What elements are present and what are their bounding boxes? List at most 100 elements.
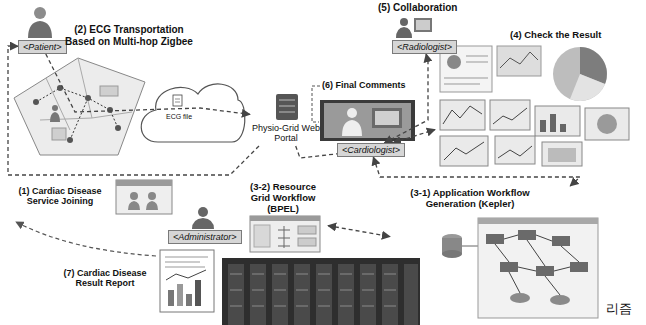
person-label: <Patient> [23, 41, 62, 53]
bpel-screenshot [250, 216, 320, 221]
result-screens [447, 55, 461, 69]
kepler-workflow-picture [462, 246, 478, 247]
kepler-workflow-picture [500, 262, 518, 272]
result-screens [495, 136, 535, 164]
person-tag: <Cardiologist> [337, 143, 405, 157]
workflow-panel: (3-1) Application Workflow Generation (K… [390, 186, 600, 325]
result-report-image [160, 250, 214, 312]
radiologist-icon [414, 18, 432, 32]
portal-server-icon [276, 94, 298, 120]
radiologist-icon [400, 18, 408, 26]
cardiologist-screen [375, 111, 399, 125]
file-label: ECG file [166, 113, 192, 121]
patient-icon [28, 21, 52, 38]
home-floor-plan [115, 125, 121, 131]
result-report-image [165, 257, 208, 267]
label-holder: (6) Final Comments [322, 80, 406, 90]
server-racks-photo [222, 258, 420, 325]
result-report-image [166, 270, 206, 280]
kepler-workflow-picture [552, 236, 570, 246]
person-label: <Cardiologist> [342, 144, 400, 156]
home-floor-plan [33, 99, 39, 105]
result-report-image [160, 250, 214, 312]
result-report-image [177, 284, 183, 306]
result-screens [500, 52, 538, 68]
result-screens [440, 46, 629, 166]
label-holder: (2) ECG Transportation Based on Multi-ho… [60, 24, 198, 47]
bpel-screenshot [250, 216, 320, 252]
server-label: Physio-Grid Web Portal [252, 124, 320, 144]
step-caption: (1) Cardiac Disease Service Joining [8, 186, 112, 207]
report-return-curve [16, 222, 156, 256]
cardiologist-screen [320, 100, 415, 141]
home-floor-plan [36, 88, 118, 140]
label-holder: (1) Cardiac Disease Service Joining [8, 186, 112, 207]
stray-text: 리즘 [606, 302, 632, 317]
server-racks-photo [272, 264, 288, 325]
service-joining-screenshot [116, 180, 172, 214]
portal-server-icon [276, 94, 298, 120]
step-caption: (2) ECG Transportation Based on Multi-ho… [60, 24, 198, 47]
service-joining-screenshot [116, 180, 172, 186]
person-label: <Radiologist> [397, 41, 452, 53]
person-tag: <Administrator> [168, 230, 242, 244]
bpel-screenshot [278, 226, 290, 248]
radiologist-icon [416, 20, 430, 30]
result-screens [560, 124, 566, 132]
kepler-workflow-picture [478, 218, 598, 318]
result-screens [550, 114, 556, 132]
dashed-connector [393, 130, 435, 143]
administrator-icon [198, 207, 208, 217]
home-floor-plan [107, 107, 113, 113]
cardiologist-screen [347, 108, 357, 118]
home-floor-plan [52, 105, 58, 111]
service-joining-screenshot [116, 180, 172, 214]
dashed-connector [296, 146, 337, 158]
result-screens [490, 100, 530, 130]
result-screens [597, 114, 617, 134]
label-holder: ECG file [166, 113, 192, 121]
person-tag: <Radiologist> [392, 40, 457, 54]
result-screens [535, 106, 580, 136]
kepler-workflow-picture [536, 266, 554, 276]
result-screens [498, 146, 532, 158]
step-caption: (6) Final Comments [322, 80, 406, 90]
internet-cloud [141, 84, 245, 142]
connector-group [8, 46, 580, 237]
result-report-image [195, 280, 201, 306]
result-screens [443, 106, 482, 124]
kepler-workflow-picture [510, 293, 530, 303]
portal-server-icon [279, 100, 295, 112]
label-holder: (7) Cardiac Disease Result Report [54, 268, 156, 289]
server-racks-photo [360, 264, 376, 325]
result-screens [542, 142, 582, 166]
dashed-connector [8, 46, 259, 175]
server-racks-photo [338, 264, 354, 325]
cardiologist-screen [312, 86, 320, 122]
label-holder: (5) Collaboration [378, 2, 457, 14]
result-report-image [168, 290, 174, 306]
result-screens [540, 120, 546, 132]
kepler-workflow-picture [550, 295, 570, 305]
administrator-icon [192, 218, 214, 229]
kepler-workflow-picture [486, 234, 504, 244]
service-joining-screenshot [148, 192, 156, 200]
kepler-workflow-picture [478, 218, 598, 224]
dashed-connector [373, 157, 580, 186]
server-racks-photo [294, 264, 310, 325]
server-racks-photo [230, 274, 396, 306]
kepler-workflow-picture [518, 230, 536, 240]
home-floor-plan [14, 58, 145, 155]
server-racks-photo [404, 264, 418, 325]
administrator-icon [192, 207, 214, 229]
radiologist-icon [396, 18, 432, 38]
result-panel: (4) Check the Result [435, 28, 632, 168]
cardiologist-screen [324, 103, 411, 138]
person-tag: <Patient> [18, 40, 67, 54]
bpel-screenshot [298, 238, 316, 246]
cardiologist-screen [342, 120, 362, 136]
home-floor-plan [52, 128, 66, 140]
home-floor-plan [50, 112, 60, 122]
